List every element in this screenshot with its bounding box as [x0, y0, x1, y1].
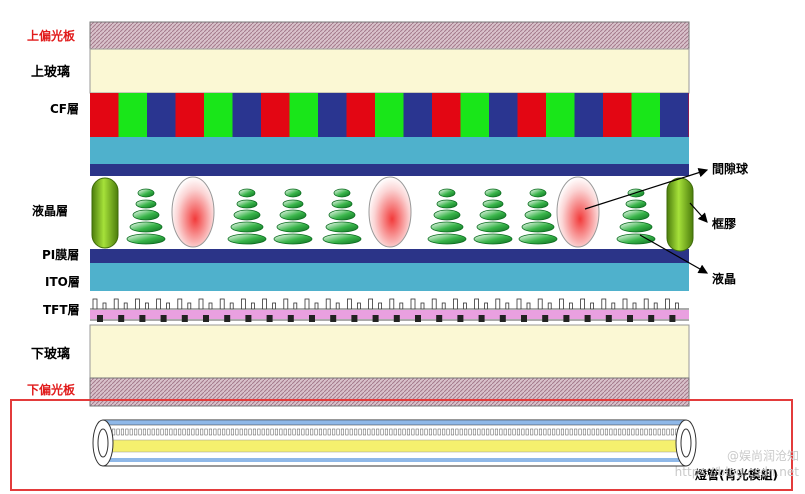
tft-cell — [219, 298, 234, 322]
label-cf: CF層 — [50, 102, 80, 116]
top-polarizer — [89, 21, 690, 50]
cf-stripe — [460, 93, 489, 137]
tft-cell — [325, 298, 340, 322]
tft-cell — [346, 298, 361, 322]
cf-stripe — [175, 93, 204, 137]
spacer-arrow — [584, 167, 709, 210]
label-backlight: 燈管(背光模組) — [695, 468, 778, 482]
cf-stripe — [204, 93, 233, 137]
cf-stripe — [403, 93, 432, 137]
cf-stripe — [660, 93, 689, 137]
lc-molecule-stack — [227, 188, 267, 245]
cf-stripe — [574, 93, 603, 137]
cf-stripe — [318, 93, 347, 137]
label-top-glass: 上玻璃 — [31, 65, 71, 80]
label-sealant: 框膠 — [712, 217, 737, 231]
tft-cell — [495, 298, 510, 322]
tft-cell — [601, 298, 616, 322]
watermark-url: https://blog.csdn.net — [674, 465, 799, 479]
tft-cell — [92, 298, 107, 322]
label-pi: PI膜層 — [42, 248, 80, 262]
tft-cell — [580, 298, 594, 322]
sealant-arrow — [689, 202, 708, 223]
cf-stripe — [603, 93, 632, 137]
tft-cell — [559, 298, 573, 322]
label-top-polarizer: 上偏光板 — [27, 29, 76, 43]
tft-cell — [283, 298, 298, 322]
top-glass — [89, 48, 690, 94]
cf-stripe — [346, 93, 375, 137]
tft-cell — [452, 298, 467, 322]
label-ito: ITO層 — [45, 275, 80, 289]
tft-cell — [156, 298, 171, 322]
cf-stripe — [489, 93, 518, 137]
watermark-handle: @娱尚润沧知 — [726, 449, 799, 463]
tft-cell — [622, 298, 637, 322]
sealant-right — [666, 177, 694, 252]
label-liquid-crystal: 液晶 — [712, 272, 737, 286]
cf-stripe — [232, 93, 261, 137]
lower-pi-band — [90, 249, 689, 263]
cf-stripe — [118, 93, 147, 137]
tft-cell — [177, 298, 192, 322]
bottom-glass — [89, 324, 690, 379]
tft-cell — [262, 298, 277, 322]
cf-stripe — [432, 93, 461, 137]
tft-transistor-array — [92, 298, 679, 322]
sealant-left — [91, 177, 119, 249]
cf-stripe — [546, 93, 575, 137]
tft-cell — [516, 298, 531, 322]
tft-cell — [113, 298, 128, 322]
lc-molecule-stack — [518, 188, 558, 245]
tft-cell — [389, 298, 404, 322]
cf-stripe — [147, 93, 176, 137]
tft-cell — [134, 298, 149, 322]
tft-cell — [665, 298, 679, 322]
tft-cell — [368, 298, 383, 322]
upper-ito-band — [90, 137, 689, 164]
watermark: @娱尚润沧知 https://blog.csdn.net — [675, 448, 799, 480]
cf-stripe — [517, 93, 546, 137]
label-bottom-glass: 下玻璃 — [31, 347, 71, 362]
spacer-ball — [368, 176, 412, 248]
label-spacer: 間隙球 — [712, 162, 749, 176]
cf-stripe — [375, 93, 404, 137]
cf-stripe — [688, 93, 689, 137]
label-bottom-polarizer: 下偏光板 — [27, 383, 76, 397]
bottom-polarizer — [89, 377, 690, 407]
lc-arrow — [639, 234, 709, 274]
liquid-crystal-molecules — [126, 188, 656, 245]
label-lc-layer: 液晶層 — [32, 204, 69, 218]
cf-stripe — [261, 93, 290, 137]
tft-cell — [304, 298, 319, 322]
cf-stripe — [90, 93, 119, 137]
tft-cell — [643, 298, 658, 322]
cf-color-filter — [90, 93, 689, 137]
cf-stripe — [631, 93, 660, 137]
spacer-ball — [171, 176, 215, 248]
upper-pi-band — [90, 164, 689, 176]
tft-cell — [474, 298, 489, 322]
label-tft: TFT層 — [43, 303, 80, 317]
lc-molecule-stack — [427, 188, 467, 245]
lc-molecule-stack — [126, 188, 166, 245]
lc-molecule-stack — [322, 188, 362, 245]
backlight-tube — [92, 419, 697, 467]
lc-molecule-stack — [273, 188, 313, 245]
lower-ito-band — [90, 263, 689, 291]
tft-cell — [431, 298, 446, 322]
spacer-ball — [556, 176, 600, 248]
backlight-highlight-box — [10, 399, 793, 491]
tft-cell — [410, 298, 425, 322]
tft-pink-strip — [90, 310, 689, 319]
cf-stripe — [289, 93, 318, 137]
lc-molecule-stack — [473, 188, 513, 245]
tft-cell — [240, 298, 255, 322]
tft-cell — [537, 298, 552, 322]
tft-cell — [198, 298, 213, 322]
